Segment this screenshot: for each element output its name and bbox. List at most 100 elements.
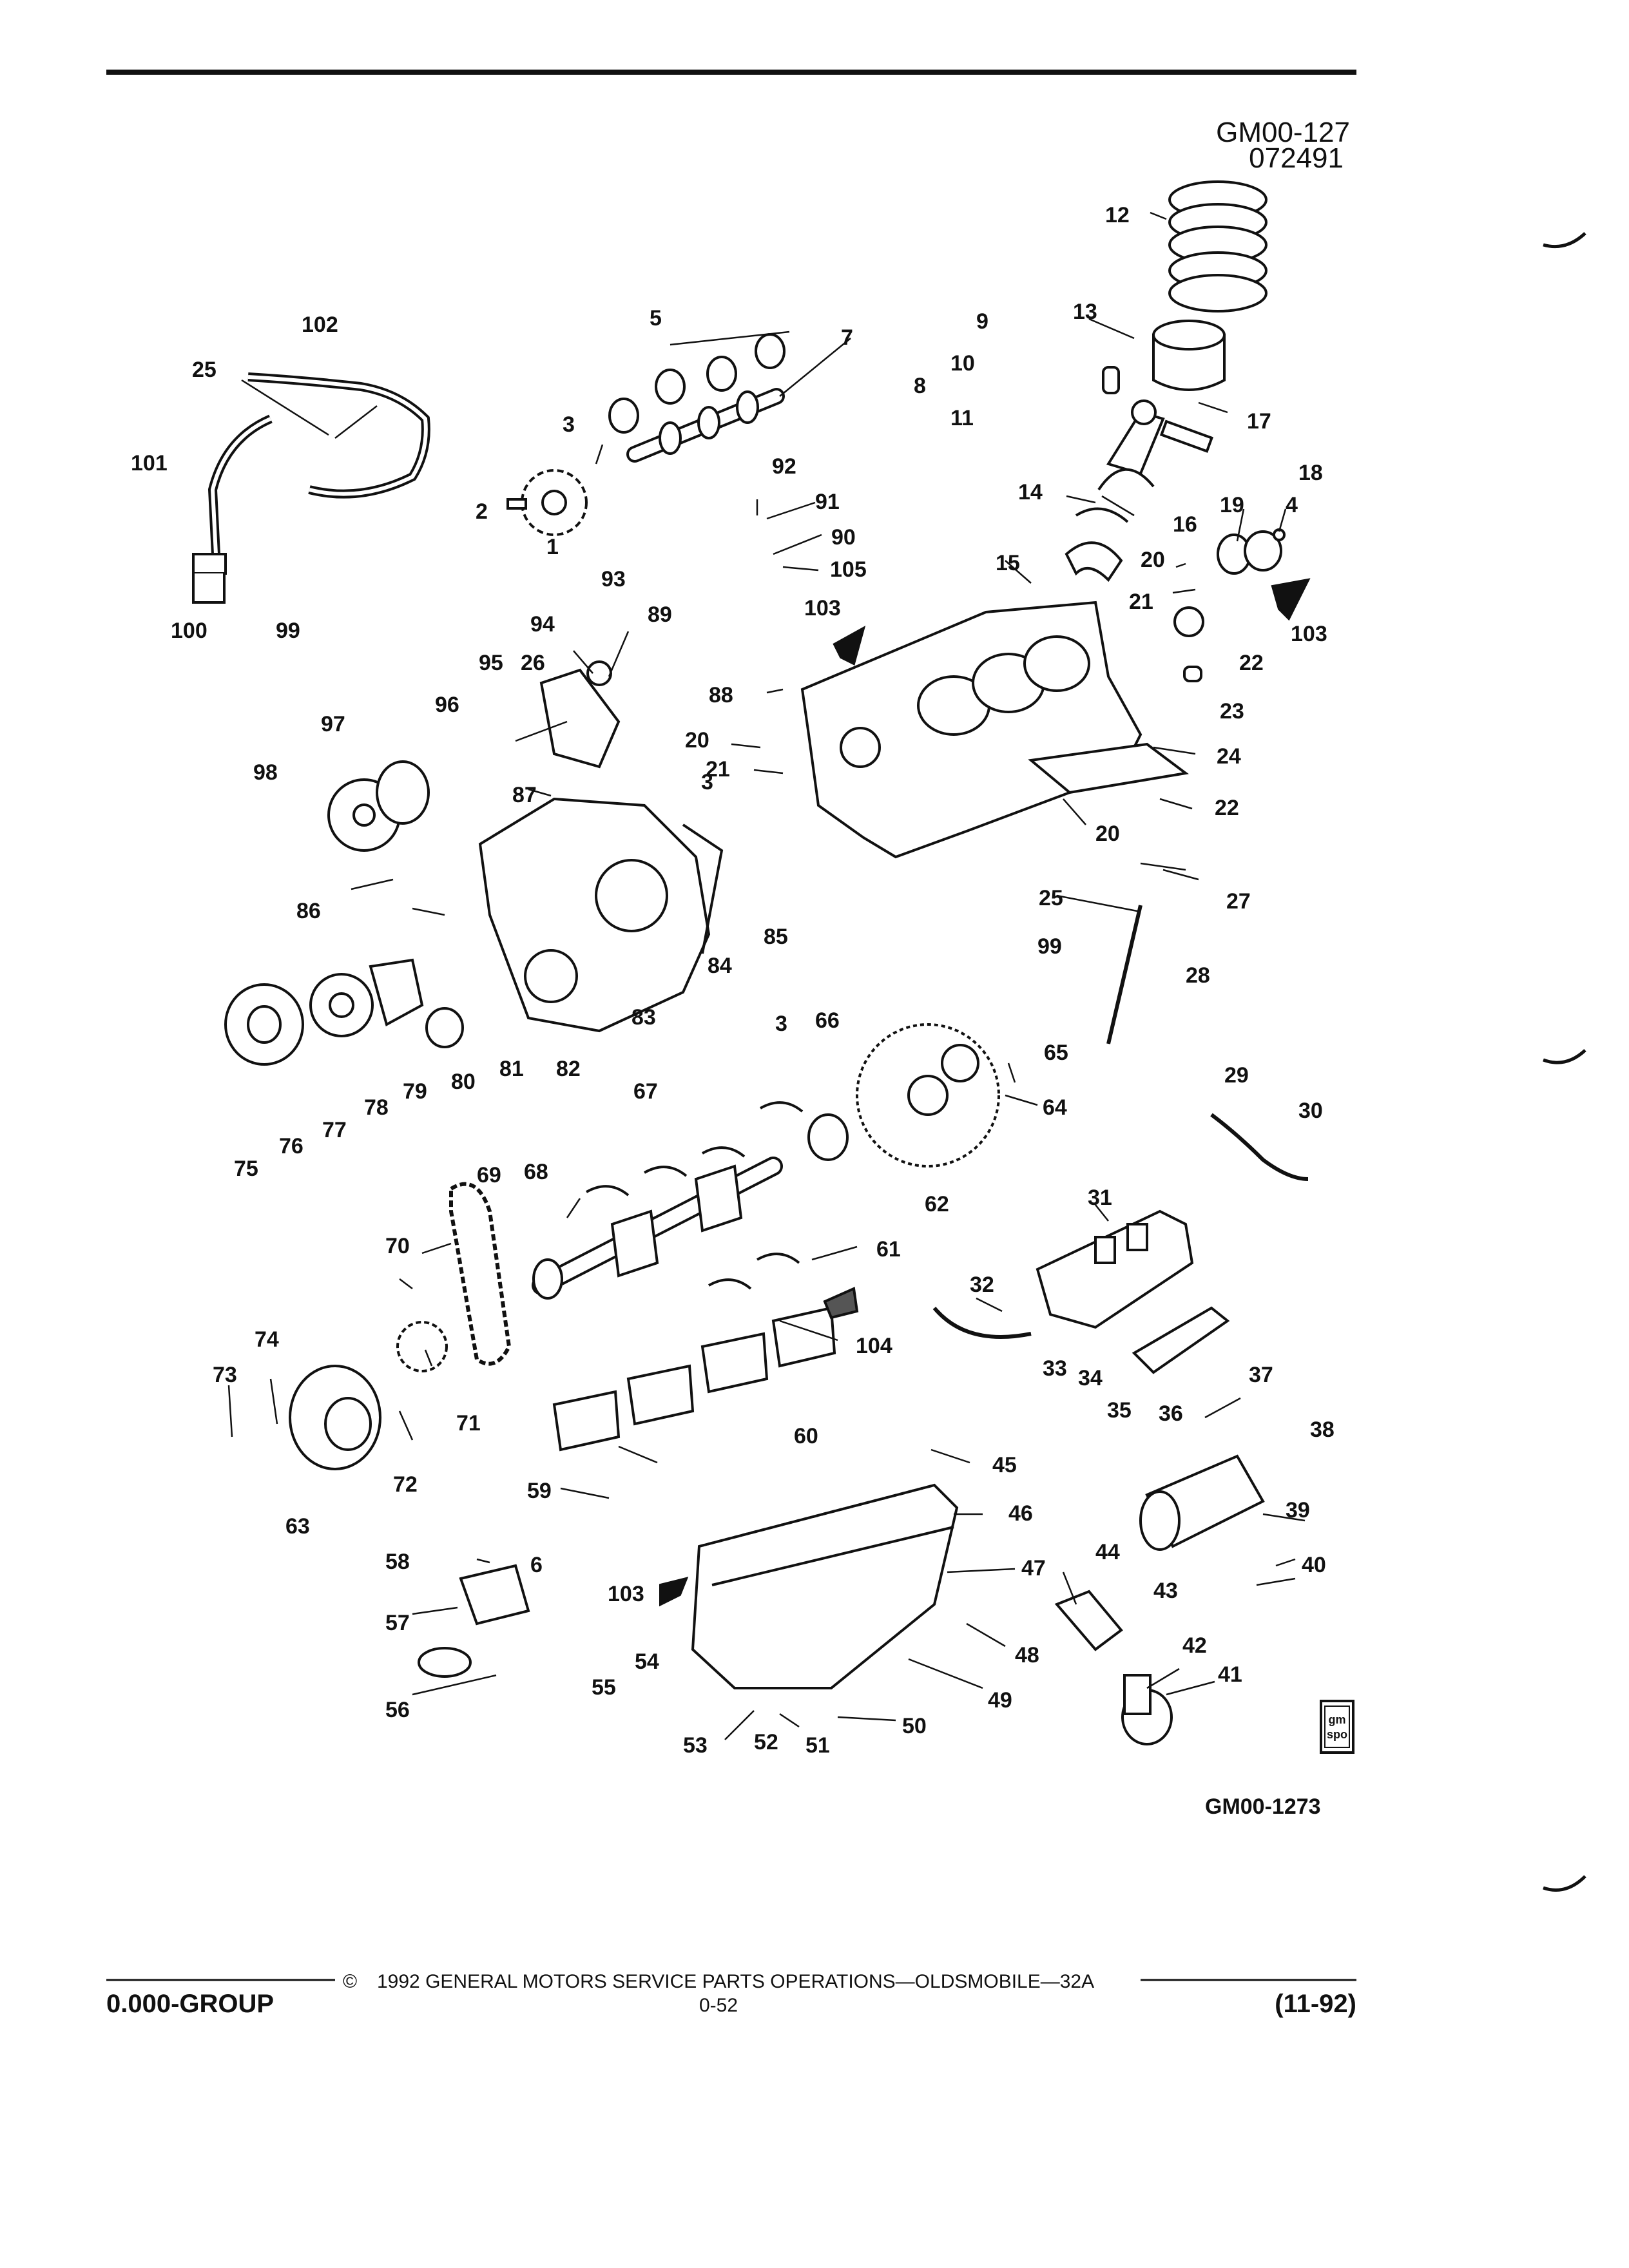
callout-35: 35	[1107, 1398, 1132, 1423]
callout-62: 62	[925, 1192, 949, 1216]
wiring-harness	[1210, 1113, 1309, 1181]
callout-69: 69	[477, 1163, 501, 1187]
callout-3: 3	[701, 770, 713, 794]
timing-cover	[478, 797, 724, 1033]
callout-49: 49	[988, 1688, 1012, 1713]
group-label: 0.000-GROUP	[106, 1990, 274, 2018]
callout-73: 73	[213, 1363, 237, 1387]
callout-98: 98	[253, 760, 278, 785]
callout-5: 5	[650, 306, 662, 331]
callout-labels: 1 2 3 3 3 4 5 6 7 8 9 10 11 12 13 14 15 …	[131, 203, 1335, 1758]
callout-56: 56	[385, 1698, 410, 1722]
callout-29: 29	[1224, 1063, 1249, 1088]
callout-41: 41	[1218, 1662, 1242, 1687]
callout-52: 52	[754, 1730, 778, 1754]
view-arrow-103	[1271, 578, 1311, 621]
main-bearings	[586, 1101, 804, 1290]
callout-70: 70	[385, 1234, 410, 1258]
header-code: GM00-127	[1216, 117, 1350, 148]
callout-60: 60	[794, 1424, 818, 1448]
callout-20: 20	[1095, 822, 1120, 846]
view-arrow-103	[833, 625, 866, 666]
seal-housing	[1173, 528, 1286, 682]
page-number: 0-52	[699, 1995, 738, 2016]
callout-94: 94	[530, 612, 555, 637]
callout-51: 51	[805, 1733, 830, 1758]
callout-65: 65	[1044, 1041, 1068, 1065]
callout-27: 27	[1226, 889, 1251, 914]
badge-line2: spo	[1327, 1728, 1347, 1741]
callout-96: 96	[435, 693, 459, 717]
revision-date: (11-92)	[1275, 1990, 1356, 2018]
callout-32: 32	[970, 1273, 994, 1297]
callout-95: 95	[479, 651, 503, 675]
callout-89: 89	[648, 602, 672, 627]
callout-103: 103	[608, 1582, 644, 1606]
callout-97: 97	[321, 712, 345, 736]
heat-shield	[1132, 1306, 1230, 1374]
callout-9: 9	[976, 309, 988, 334]
callout-3: 3	[775, 1012, 787, 1036]
callout-74: 74	[255, 1327, 279, 1352]
callout-90: 90	[831, 525, 856, 550]
gm-spo-badge: gm spo	[1320, 1700, 1354, 1754]
callout-87: 87	[512, 783, 537, 807]
callout-77: 77	[322, 1118, 347, 1142]
callout-6: 6	[530, 1553, 543, 1577]
callout-33: 33	[1043, 1356, 1067, 1381]
callout-103: 103	[1291, 622, 1327, 646]
callout-61: 61	[876, 1237, 901, 1262]
callout-39: 39	[1286, 1498, 1310, 1523]
crank-balancer	[224, 983, 304, 1066]
callout-84: 84	[708, 954, 732, 978]
piston	[1102, 320, 1226, 394]
callout-86: 86	[296, 899, 321, 923]
callout-21: 21	[706, 757, 730, 782]
callout-71: 71	[456, 1411, 481, 1436]
callout-23: 23	[1220, 699, 1244, 724]
exhaust-manifold	[1036, 1209, 1194, 1329]
pump-gasket	[369, 958, 424, 1026]
callout-20: 20	[1141, 548, 1165, 572]
callout-12: 12	[1105, 203, 1130, 227]
margin-mark	[1543, 1875, 1586, 1892]
callout-36: 36	[1159, 1401, 1183, 1426]
copyright-symbol: ©	[343, 1971, 357, 1992]
callout-59: 59	[527, 1479, 552, 1503]
oil-filter	[1121, 1674, 1173, 1745]
callout-15: 15	[996, 551, 1020, 575]
callout-22: 22	[1239, 651, 1264, 675]
callout-45: 45	[992, 1453, 1017, 1477]
callout-2: 2	[476, 499, 488, 524]
callout-14: 14	[1018, 480, 1043, 505]
callout-1: 1	[546, 535, 559, 559]
callout-46: 46	[1008, 1501, 1033, 1526]
callout-8: 8	[914, 374, 926, 398]
callout-100: 100	[171, 619, 207, 643]
view-arrow-103	[659, 1577, 689, 1607]
callout-28: 28	[1186, 963, 1210, 988]
callout-13: 13	[1073, 300, 1097, 324]
front-cover	[289, 1365, 381, 1470]
callout-92: 92	[772, 454, 796, 479]
bracket	[539, 660, 621, 769]
callout-19: 19	[1220, 493, 1244, 517]
figure-id: GM00-1273	[1205, 1794, 1321, 1819]
oil-pan	[691, 1483, 959, 1689]
callout-3: 3	[563, 412, 575, 437]
oil-pipe	[192, 372, 430, 604]
callout-48: 48	[1015, 1643, 1039, 1667]
starter-motor	[1139, 1454, 1265, 1551]
callout-64: 64	[1043, 1095, 1067, 1120]
callout-43: 43	[1153, 1579, 1178, 1603]
callout-99: 99	[1037, 934, 1062, 959]
callout-78: 78	[364, 1095, 389, 1120]
callout-4: 4	[1286, 493, 1298, 517]
engine-block	[800, 601, 1189, 859]
callout-102: 102	[302, 312, 338, 337]
callout-40: 40	[1302, 1553, 1326, 1577]
bearing-caps	[552, 1306, 836, 1452]
crank-sprocket	[396, 1321, 448, 1372]
callout-88: 88	[709, 683, 733, 707]
callout-104: 104	[856, 1334, 892, 1358]
